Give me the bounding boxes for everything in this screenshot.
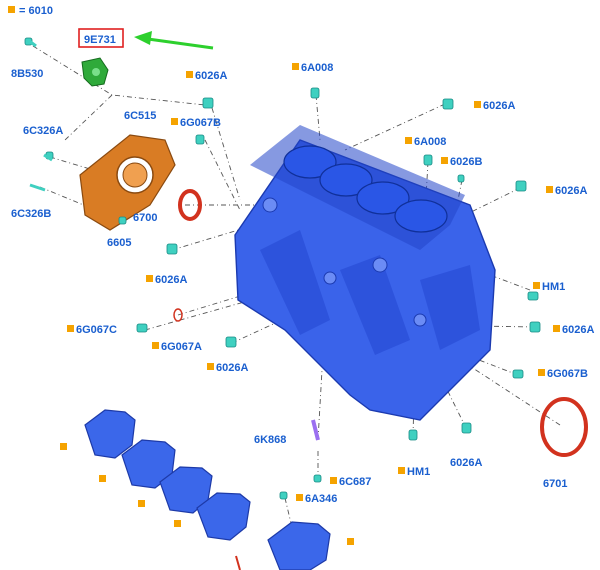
rear-cover-plate xyxy=(79,134,176,231)
label-9E731: 9E731 xyxy=(84,34,116,46)
plugs xyxy=(24,37,541,500)
label-6026A-5: 6026A xyxy=(216,362,248,374)
engine-block xyxy=(234,125,496,421)
label-6026A-4: 6026A xyxy=(155,274,187,286)
bearing-caps xyxy=(60,409,354,570)
cylinder-bore-3 xyxy=(356,181,410,215)
label-6G067A: 6G067A xyxy=(161,341,202,353)
label-6026A-1: 6026A xyxy=(195,70,227,82)
legend-text: = 6010 xyxy=(19,5,53,17)
label-6A008-2: 6A008 xyxy=(414,136,446,148)
label-6C687: 6C687 xyxy=(339,476,371,488)
part-labels: 8B530 9E731 6026A 6A008 6C326A 6C515 6G0… xyxy=(11,34,594,505)
label-6026A-3: 6026A xyxy=(555,185,587,197)
label-6C326B: 6C326B xyxy=(11,208,51,220)
label-6605: 6605 xyxy=(107,237,131,249)
label-6700: 6700 xyxy=(133,212,157,224)
cylinder-bore-2 xyxy=(319,163,373,197)
small-seal xyxy=(173,308,183,322)
label-6026B: 6026B xyxy=(450,156,482,168)
label-8B530: 8B530 xyxy=(11,68,43,80)
legend-marker-icon xyxy=(8,6,15,13)
cylinder-bore-1 xyxy=(283,145,337,179)
label-markers xyxy=(67,63,560,501)
sensor-part xyxy=(81,57,109,87)
label-HM1-2: HM1 xyxy=(407,466,430,478)
label-6701: 6701 xyxy=(543,478,567,490)
bolts xyxy=(27,38,320,441)
oil-seal-front xyxy=(178,189,202,221)
label-6A008-1: 6A008 xyxy=(301,62,333,74)
highlight-arrow xyxy=(134,31,214,50)
label-6A346: 6A346 xyxy=(305,493,337,505)
label-6G067C: 6G067C xyxy=(76,324,117,336)
label-6G067B-1: 6G067B xyxy=(180,117,221,129)
label-6C515: 6C515 xyxy=(124,110,156,122)
label-6G067B-2: 6G067B xyxy=(547,368,588,380)
label-HM1-1: HM1 xyxy=(542,281,565,293)
label-6026A-2: 6026A xyxy=(483,100,515,112)
label-6K868: 6K868 xyxy=(254,434,286,446)
label-6026A-7: 6026A xyxy=(450,457,482,469)
label-6C326A: 6C326A xyxy=(23,125,63,137)
label-6026A-6: 6026A xyxy=(562,324,594,336)
legend: = 6010 xyxy=(8,5,53,17)
oil-seal-rear xyxy=(540,397,588,457)
cylinder-bore-4 xyxy=(394,199,448,233)
highlight-box xyxy=(78,28,124,48)
